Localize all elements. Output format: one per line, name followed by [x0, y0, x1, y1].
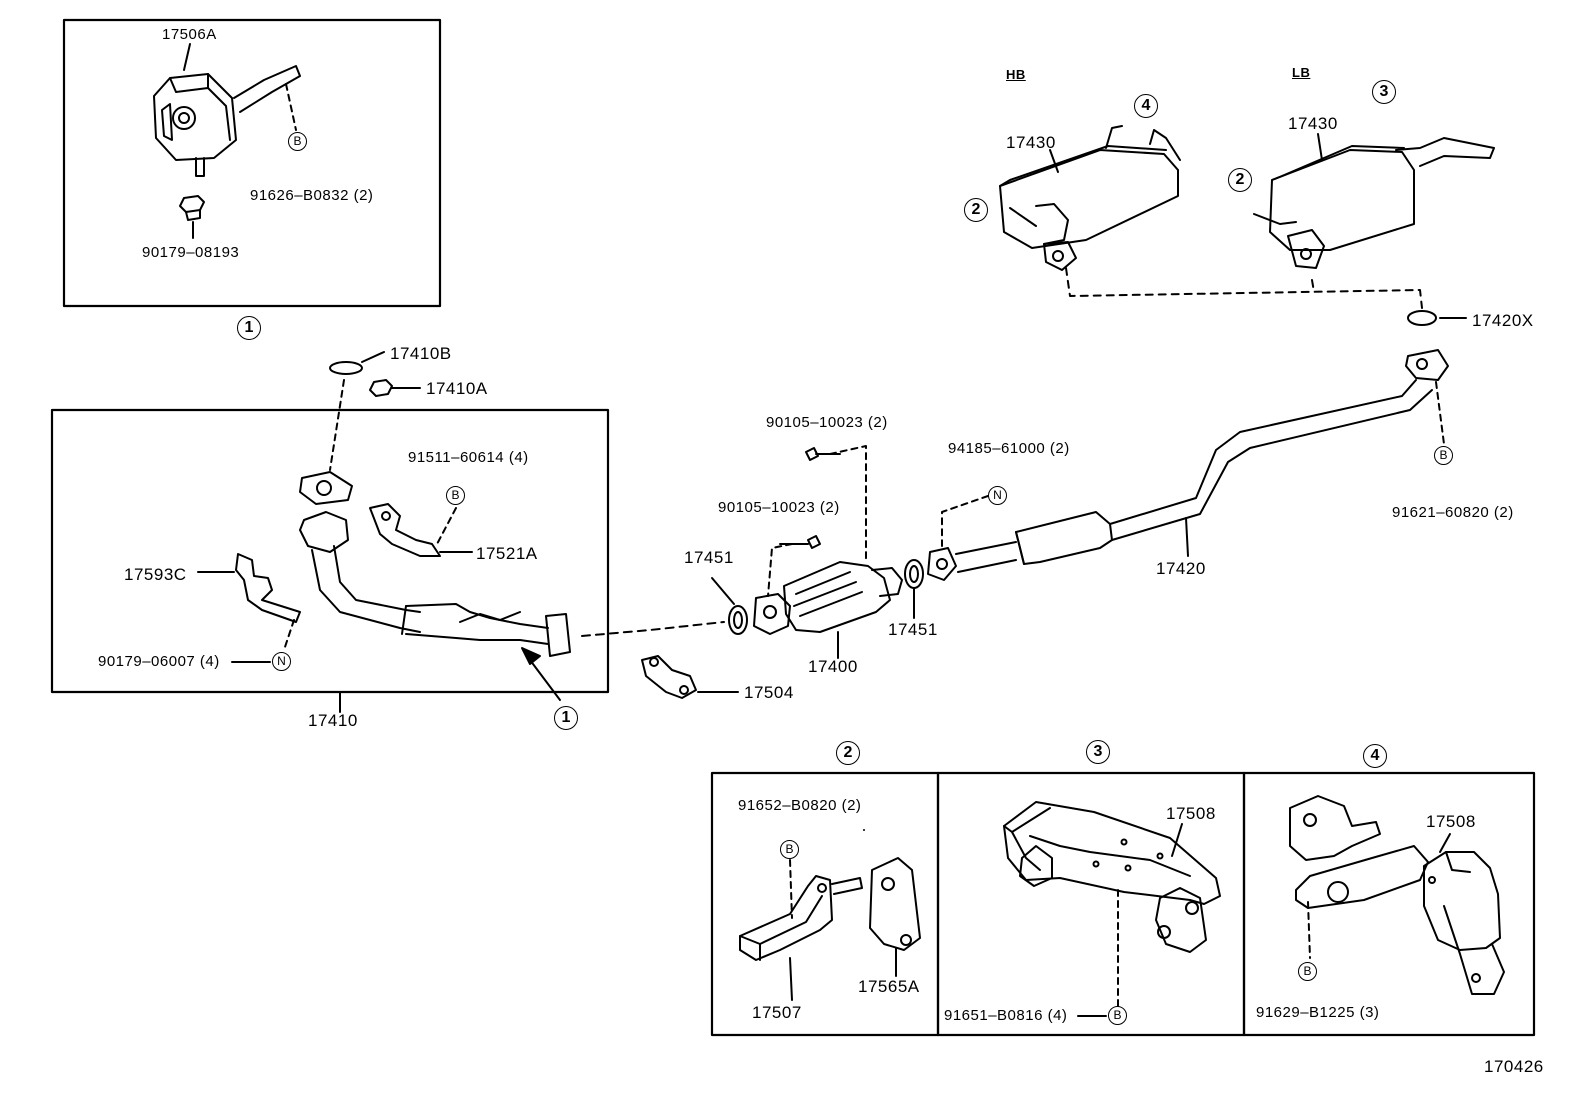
hanger-17506A-drawing [153, 65, 301, 177]
label-17508-box3: 17508 [1166, 804, 1216, 823]
bolt-90105-a [805, 447, 841, 461]
label-17410B: 17410B [390, 344, 452, 363]
leader-17508-box4 [1439, 833, 1451, 853]
label-90105-10023-b: 90105–10023 (2) [718, 499, 840, 516]
converter-17400-drawing [728, 561, 903, 831]
callout-b-91629: B [1298, 962, 1317, 981]
leader-17420 [1185, 517, 1189, 557]
figure-number: 170426 [1484, 1057, 1544, 1076]
bolt-90105-b [779, 535, 821, 549]
callout-4-header: 4 [1363, 744, 1387, 768]
label-17565A: 17565A [858, 977, 920, 996]
arrow-to-detail-1 [529, 659, 561, 701]
leader-17508-box3 [1171, 823, 1183, 857]
callout-2-header: 2 [836, 741, 860, 765]
bracket-17504-drawing [641, 655, 697, 699]
leader-17430-hb [1049, 149, 1059, 173]
gasket-17451-b-drawing [904, 559, 924, 589]
dash-91652 [789, 859, 793, 919]
dash-91621 [1435, 381, 1445, 445]
label-17504: 17504 [744, 683, 794, 702]
dash-front-pipe-flange [581, 621, 725, 637]
label-17593C: 17593C [124, 565, 187, 584]
bracket-17508-box3-drawing [1003, 801, 1221, 953]
label-91511-60614: 91511–60614 (4) [408, 449, 529, 466]
callout-2-lb: 2 [1228, 168, 1252, 192]
label-91651-B0816: 91651–B0816 (4) [944, 1007, 1068, 1024]
callout-2-hb: 2 [964, 198, 988, 222]
callout-3-lb: 3 [1372, 80, 1396, 104]
dash-91511 [435, 507, 457, 547]
label-17420: 17420 [1156, 559, 1206, 578]
callout-b-91651: B [1108, 1006, 1127, 1025]
callout-n-94185: N [988, 486, 1007, 505]
callout-b-91511: B [446, 486, 465, 505]
dash-90179-06007 [283, 619, 295, 651]
callout-b-91621: B [1434, 446, 1453, 465]
callout-b-91652: B [780, 840, 799, 859]
label-94185-61000: 94185–61000 (2) [948, 440, 1070, 457]
label-91629-B1225: 91629–B1225 (3) [1256, 1004, 1380, 1021]
dash-90105-b [767, 543, 793, 597]
callout-3-header: 3 [1086, 740, 1110, 764]
callout-4-hb: 4 [1134, 94, 1158, 118]
label-90179-06007: 90179–06007 (4) [98, 653, 220, 670]
label-17420X: 17420X [1472, 311, 1534, 330]
leader-17506A [183, 43, 191, 71]
leader-17430-lb [1317, 133, 1323, 161]
dash-mufflers-to-17420X [1065, 267, 1423, 309]
label-17506A: 17506A [162, 26, 217, 43]
leader-17410B [361, 351, 385, 363]
label-lb: LB [1292, 65, 1311, 80]
label-90105-10023-a: 90105–10023 (2) [766, 414, 888, 431]
label-17430-lb: 17430 [1288, 114, 1338, 133]
bracket-17508-box4-drawing [1289, 795, 1505, 995]
bracket-17593C-drawing [235, 553, 301, 623]
callout-1-main: 1 [554, 706, 578, 730]
callout-1-below-inset: 1 [237, 316, 261, 340]
dash-91626 [285, 83, 297, 131]
nut-17410A-drawing [369, 379, 393, 397]
label-17508-box4: 17508 [1426, 812, 1476, 831]
dash-90105-a [829, 445, 867, 561]
callout-n-90179-06007: N [272, 652, 291, 671]
gasket-17420X-drawing [1407, 310, 1437, 326]
gasket-17410B-drawing [329, 361, 363, 375]
hanger-17565A-drawing [869, 857, 921, 951]
muffler-lb-drawing [1253, 137, 1495, 269]
label-17410: 17410 [308, 711, 358, 730]
label-17410A: 17410A [426, 379, 488, 398]
inset-box-4 [1242, 771, 1536, 1037]
leader-17451-a [711, 577, 735, 605]
label-17430-hb: 17430 [1006, 133, 1056, 152]
label-91652-B0820: 91652–B0820 (2) [738, 797, 862, 814]
label-17507: 17507 [752, 1003, 802, 1022]
bracket-17521A-drawing [369, 503, 441, 557]
muffler-hb-drawing [999, 125, 1181, 271]
label-hb: HB [1006, 67, 1026, 82]
label-91621-60820: 91621–60820 (2) [1392, 504, 1514, 521]
main-box-17410 [50, 408, 610, 694]
inset-box-1 [62, 18, 442, 308]
label-17400: 17400 [808, 657, 858, 676]
label-17451-b: 17451 [888, 620, 938, 639]
nut-90179-08193-drawing [179, 195, 205, 221]
dash-91629 [1307, 901, 1311, 959]
bracket-17507-drawing [739, 875, 863, 961]
label-90179-08193: 90179–08193 [142, 244, 240, 261]
label-17521A: 17521A [476, 544, 538, 563]
dash-17410B [329, 379, 345, 471]
dash-94185 [941, 495, 989, 547]
label-91626-B0832: 91626–B0832 (2) [250, 187, 374, 204]
label-17451-a: 17451 [684, 548, 734, 567]
callout-b-91626: B [288, 132, 307, 151]
front-pipe-17410-drawing [299, 471, 571, 657]
leader-17507 [789, 957, 793, 1001]
